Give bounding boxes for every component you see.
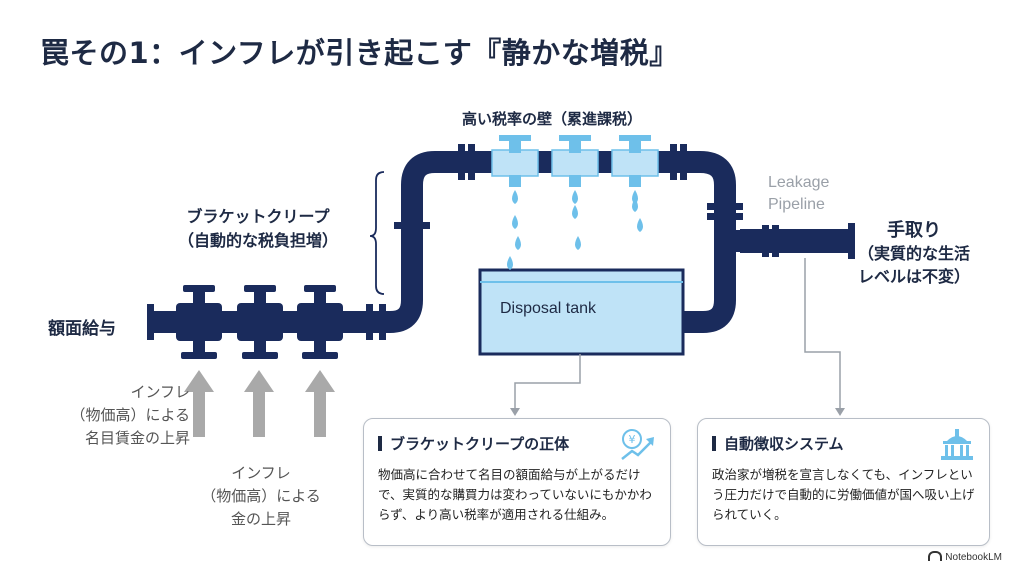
connector-lines: [510, 258, 845, 416]
bracket-creep-label: ブラケットクリープ （自動的な税負担増）: [178, 207, 339, 250]
disposal-tank: [478, 268, 685, 356]
page-title: 罠その1：インフレが引き起こす『静かな増税』: [40, 36, 679, 70]
bracket-brace: [369, 171, 385, 295]
salary-valves: [176, 285, 343, 359]
card-heading: 自動徴収システム: [724, 435, 844, 453]
inflation-wage-label: インフレ （物価高）による 名目賃金の上昇: [70, 383, 190, 447]
inflation-money-label: インフレ （物価高）による 金の上昇: [201, 464, 321, 528]
pipe-flanges: [147, 144, 855, 340]
faucet: [611, 135, 659, 187]
disposal-tank-label: Disposal tank: [500, 300, 597, 317]
card-heading: ブラケットクリープの正体: [390, 435, 570, 453]
valve: [297, 285, 343, 359]
water-drops: [507, 190, 643, 270]
faucet: [491, 135, 539, 187]
gross-salary-label: 額面給与: [48, 319, 116, 339]
tax-wall-label: 高い税率の壁（累進課税）: [462, 110, 643, 128]
notebooklm-watermark: NotebookLM: [928, 551, 1002, 563]
inflation-arrows: [184, 370, 335, 437]
card-body: 政治家が増税を宣言しなくても、インフレという圧力だけで自動的に労働価値が国へ吸い…: [712, 467, 975, 522]
government-building-icon: [941, 429, 973, 460]
take-home-label: 手取り （実質的な生活 レベルは不変）: [858, 220, 971, 286]
card-body: 物価高に合わせて名目の額面給与が上がるだけで、実質的な購買力は変わっていないにも…: [378, 467, 652, 522]
notebooklm-logo-icon: [928, 551, 943, 561]
auto-collection-card: 自動徴収システム 政治家が増税を宣言しなくても、インフレという圧力だけで自動的に…: [697, 418, 990, 546]
leakage-pipeline-label: Leakage Pipeline: [768, 174, 830, 213]
valve: [237, 285, 283, 359]
bracket-creep-card: ブラケットクリープの正体 ¥ 物価高に合わせて名目の額面給与が上がるだけで、実質…: [363, 418, 671, 546]
svg-text:¥: ¥: [629, 433, 636, 446]
valve: [176, 285, 222, 359]
tax-faucets: [491, 135, 659, 187]
faucet: [551, 135, 599, 187]
yen-growth-icon: ¥: [621, 429, 654, 460]
